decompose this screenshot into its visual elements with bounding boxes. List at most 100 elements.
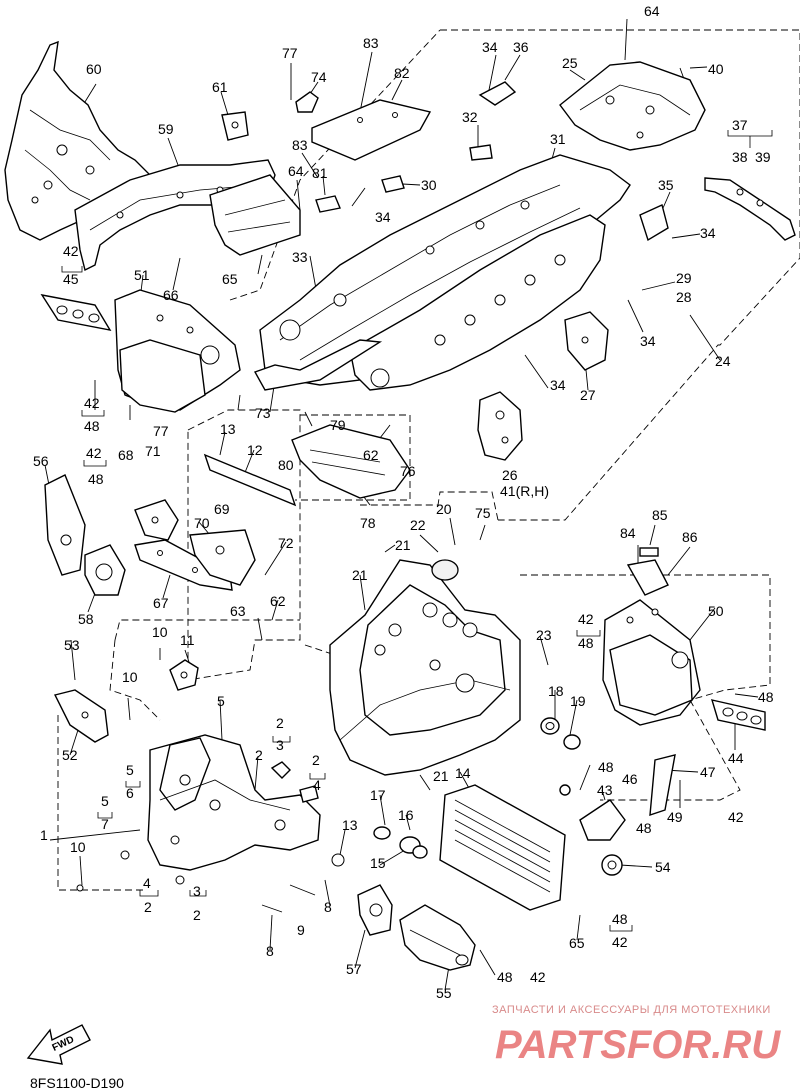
engine-cradle-frame <box>329 559 521 776</box>
label-part-42: 42 <box>612 934 628 950</box>
label-part-58: 58 <box>78 611 94 627</box>
label-part-48: 48 <box>598 759 614 775</box>
label-part-67: 67 <box>153 595 169 611</box>
label-part-27: 27 <box>580 387 596 403</box>
label-part-62: 62 <box>363 447 379 463</box>
label-part-34: 34 <box>550 377 566 393</box>
label-part-13: 13 <box>342 817 358 833</box>
label-part-8: 8 <box>324 899 332 915</box>
part-57-bracket <box>357 884 393 936</box>
label-part-48: 48 <box>758 689 774 705</box>
label-part-82: 82 <box>394 65 410 81</box>
label-part-5: 5 <box>126 762 134 778</box>
part-82-top-plate <box>311 99 432 161</box>
part-74-bracket <box>295 91 319 113</box>
part-27-plate <box>564 311 609 371</box>
label-part-31: 31 <box>550 131 566 147</box>
label-part-30: 30 <box>421 177 437 193</box>
label-part-19: 19 <box>570 693 586 709</box>
label-part-2: 2 <box>255 747 263 763</box>
label-part-63: 63 <box>230 603 246 619</box>
label-part-29: 29 <box>676 270 692 286</box>
label-part-49: 49 <box>667 809 683 825</box>
bolts-front <box>261 884 316 913</box>
label-part-10: 10 <box>70 839 86 855</box>
part-11-plate <box>169 659 199 691</box>
part-22-cone <box>431 559 459 581</box>
label-part-13: 13 <box>220 421 236 437</box>
label-part-38: 38 <box>732 149 748 165</box>
label-part-53: 53 <box>64 637 80 653</box>
part-14-heat-exchanger <box>439 784 566 911</box>
label-part-48: 48 <box>88 471 104 487</box>
label-part-10: 10 <box>122 669 138 685</box>
label-part-36: 36 <box>513 39 529 55</box>
parts-18-19-bearing <box>540 717 581 750</box>
watermark-caption: ЗАПЧАСТИ И АКСЕССУАРЫ ДЛЯ МОТОТЕХНИКИ <box>492 1004 771 1016</box>
main-chassis-tunnel <box>253 154 631 391</box>
label-part-80: 80 <box>278 457 294 473</box>
label-part-50: 50 <box>708 603 724 619</box>
label-part-39: 39 <box>755 149 771 165</box>
label-part-33: 33 <box>292 249 308 265</box>
label-part-66: 66 <box>163 287 179 303</box>
watermark-brand: PARTSFOR.RU <box>495 1023 781 1067</box>
label-part-42: 42 <box>728 809 744 825</box>
part-58-gasket <box>84 544 126 596</box>
label-part-7: 7 <box>101 816 109 832</box>
label-part-24: 24 <box>715 353 731 369</box>
part-37-rod-assembly <box>704 177 796 241</box>
label-part-2: 2 <box>312 752 320 768</box>
label-part-84: 84 <box>620 525 636 541</box>
part-44-vent-plate <box>710 699 766 731</box>
label-part-4: 4 <box>143 875 151 891</box>
label-part-16: 16 <box>398 807 414 823</box>
label-part-51: 51 <box>134 267 150 283</box>
label-part-21: 21 <box>433 768 449 784</box>
part-26-rear-bracket <box>477 391 523 461</box>
part-45-vent-plate <box>40 294 112 331</box>
label-part-48: 48 <box>636 820 652 836</box>
label-part-52: 52 <box>62 747 78 763</box>
label-part-5: 5 <box>217 693 225 709</box>
label-part-54: 54 <box>655 859 671 875</box>
part-61-bracket <box>221 111 249 141</box>
grouping-brackets <box>61 130 773 932</box>
part-1-front-suspension-frame <box>147 734 321 871</box>
label-part-44: 44 <box>728 750 744 766</box>
label-part-42: 42 <box>578 611 594 627</box>
rear-right-brackets <box>559 754 676 841</box>
part-56-cover <box>44 474 86 576</box>
label-part-42: 42 <box>86 445 102 461</box>
label-part-78: 78 <box>360 515 376 531</box>
label-part-74: 74 <box>311 69 327 85</box>
part-25-rear-bracket <box>559 61 706 151</box>
label-part-3: 3 <box>276 737 284 753</box>
label-part-21: 21 <box>395 537 411 553</box>
label-part-5: 5 <box>101 793 109 809</box>
label-part-15: 15 <box>370 855 386 871</box>
fastener-bits-front <box>76 761 345 892</box>
label-part-20: 20 <box>436 501 452 517</box>
part-12-crossbar <box>203 453 297 507</box>
label-part-37: 37 <box>732 117 748 133</box>
label-part-75: 75 <box>475 505 491 521</box>
label-part-71: 71 <box>145 443 161 459</box>
diagram-code: 8FS1100-D190 <box>30 1075 124 1091</box>
part-81-plate <box>315 195 341 213</box>
small-brackets-top <box>381 81 669 242</box>
label-part-2: 2 <box>193 907 201 923</box>
label-part-77: 77 <box>153 423 169 439</box>
label-part-55: 55 <box>436 985 452 1001</box>
label-part-61: 61 <box>212 79 228 95</box>
label-part-60: 60 <box>86 61 102 77</box>
label-part-35: 35 <box>658 177 674 193</box>
label-part-22: 22 <box>410 517 426 533</box>
label-part-86: 86 <box>682 529 698 545</box>
label-part-9: 9 <box>297 922 305 938</box>
label-part-70: 70 <box>194 515 210 531</box>
label-part-85: 85 <box>652 507 668 523</box>
label-part-3: 3 <box>193 883 201 899</box>
label-part-65: 65 <box>222 271 238 287</box>
part-51-steering-support <box>114 289 241 413</box>
